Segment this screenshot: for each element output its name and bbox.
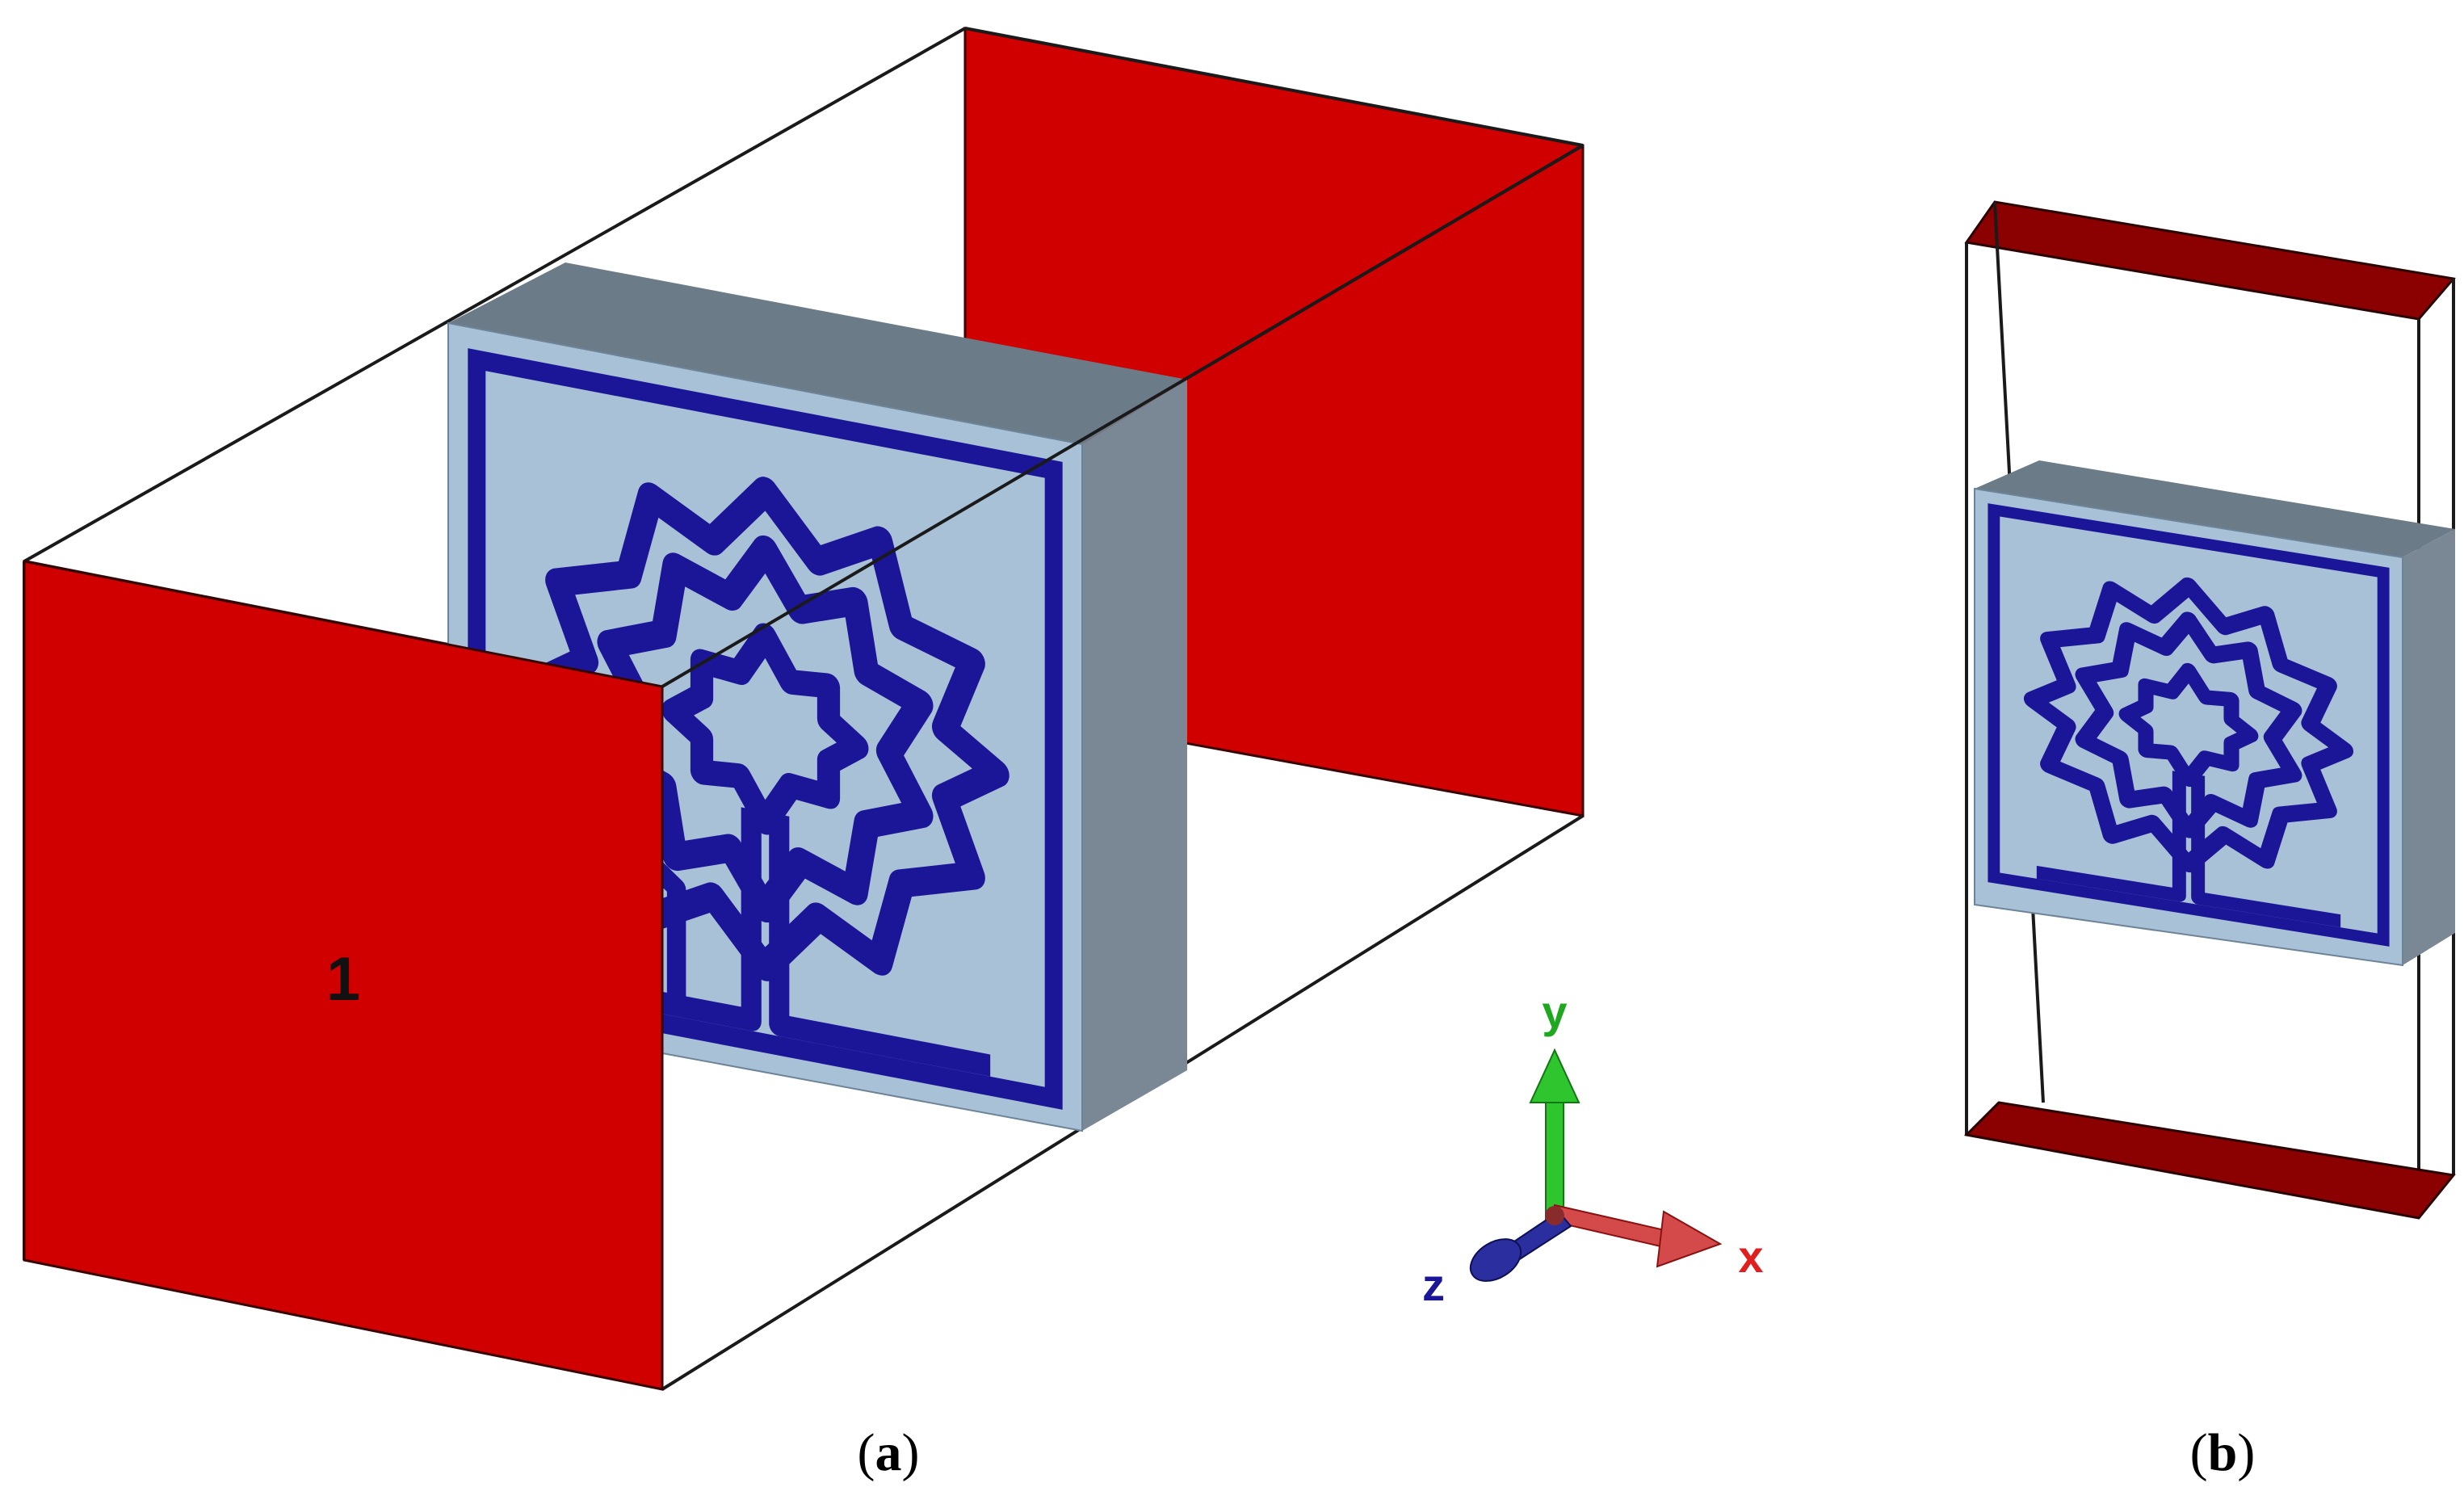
y-axis-arrowhead bbox=[1529, 1048, 1580, 1103]
caption-a-open: ( bbox=[858, 1423, 875, 1482]
side-metallic-pattern bbox=[1988, 503, 2390, 947]
bottom-port-plane bbox=[1963, 1101, 2456, 1220]
top-port-plane bbox=[1964, 200, 2456, 321]
side-outer-star-ring bbox=[2023, 577, 2354, 873]
caption-b-letter: b bbox=[2208, 1423, 2238, 1482]
y-axis-shaft bbox=[1545, 1098, 1564, 1220]
side-right-feed-line bbox=[2191, 774, 2341, 928]
caption-b-close: ) bbox=[2237, 1423, 2255, 1482]
side-substrate-top bbox=[1975, 460, 2455, 557]
x-axis-label: x bbox=[1738, 1231, 1763, 1282]
inner-star-ring bbox=[661, 623, 869, 835]
z-axis-arrowhead bbox=[1469, 1238, 1522, 1282]
side-middle-star-ring bbox=[2075, 611, 2302, 838]
wireframe-front-top-edge bbox=[661, 144, 1585, 688]
panel-a-waveguide-setup: 1 (a) bbox=[23, 27, 1585, 1482]
side-substrate-front bbox=[1974, 487, 2403, 967]
caption-a-letter: a bbox=[875, 1423, 902, 1482]
caption-b: (b) bbox=[2190, 1423, 2256, 1482]
middle-star-ring bbox=[597, 535, 934, 923]
substrate-side-face bbox=[1082, 380, 1187, 1131]
z-axis-label: z bbox=[1422, 1259, 1445, 1310]
side-view-unit-cell bbox=[1974, 460, 2455, 967]
side-outer-frame bbox=[1988, 503, 2390, 947]
front-port-plane bbox=[23, 560, 664, 1391]
x-axis-arrowhead bbox=[1656, 1210, 1723, 1268]
substrate-top-face bbox=[448, 263, 1187, 444]
axes-origin bbox=[1545, 1206, 1564, 1225]
port-number-label: 1 bbox=[326, 945, 360, 1014]
right-feed-line bbox=[769, 813, 991, 1077]
caption-b-open: ( bbox=[2190, 1423, 2208, 1482]
outer-star-ring bbox=[521, 477, 1010, 981]
caption-a-close: ) bbox=[902, 1423, 920, 1482]
side-substrate-side bbox=[2403, 529, 2455, 965]
side-left-feed-line bbox=[2036, 771, 2186, 902]
caption-a: (a) bbox=[858, 1423, 920, 1482]
panel-b-side-view: (b) bbox=[1963, 200, 2456, 1482]
side-inner-star-ring bbox=[2118, 662, 2259, 788]
coordinate-axes-triad: y x z bbox=[1422, 986, 1764, 1310]
y-axis-label: y bbox=[1542, 986, 1567, 1037]
